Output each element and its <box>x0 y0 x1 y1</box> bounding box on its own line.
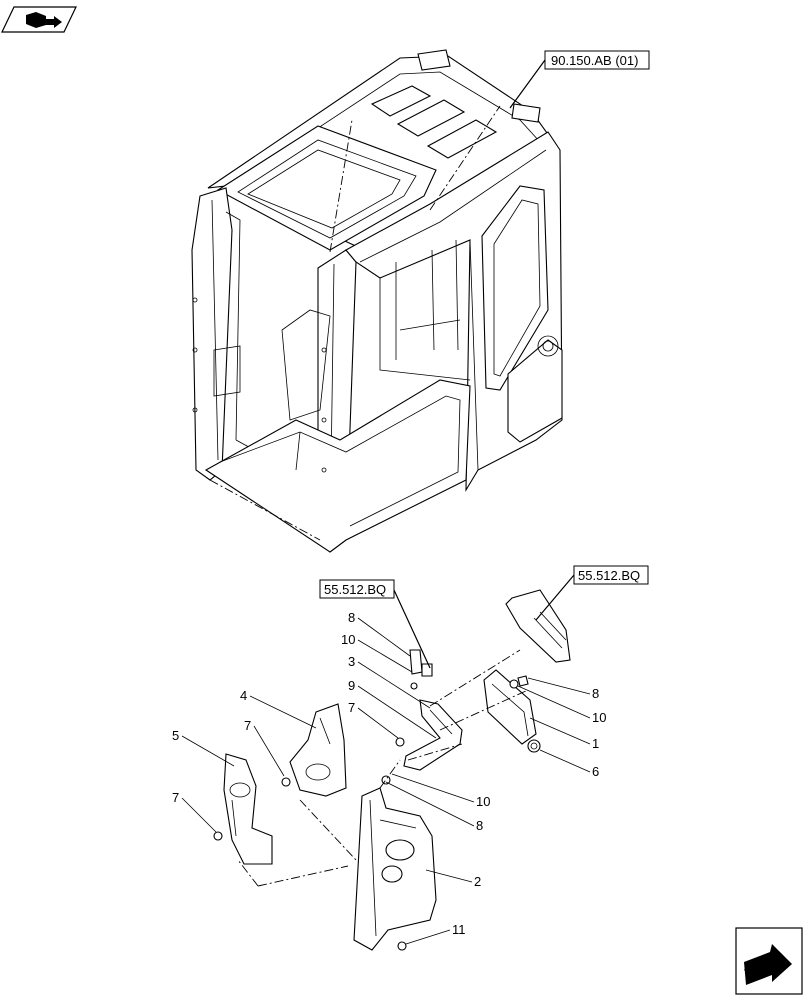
callout-8-right: 8 <box>592 686 599 701</box>
callout-2: 2 <box>474 874 481 889</box>
part-4-elbow-duct <box>289 703 347 797</box>
part-6-clip <box>527 739 541 753</box>
ref-box-left[interactable]: 55.512.BQ <box>319 579 431 669</box>
callout-3: 3 <box>348 654 355 669</box>
part-8-10-right <box>509 675 529 689</box>
callout-11: 11 <box>452 922 466 937</box>
next-page-arrow-icon[interactable] <box>735 927 803 995</box>
part-2-panel <box>353 787 437 951</box>
part-3-9-bracket <box>403 649 463 771</box>
ref-text-right: 55.512.BQ <box>578 568 640 583</box>
cab-frame <box>191 49 563 553</box>
upper-duct <box>505 589 571 663</box>
callout-6: 6 <box>592 764 599 779</box>
ref-text-cab: 90.150.AB (01) <box>551 53 638 68</box>
part-1-duct <box>483 669 537 745</box>
assembly-lines <box>237 649 529 887</box>
ref-box-right[interactable]: 55.512.BQ <box>535 565 649 621</box>
ref-text-left: 55.512.BQ <box>324 582 386 597</box>
callout-9: 9 <box>348 678 355 693</box>
callouts: 8 10 3 9 4 7 7 5 7 8 10 1 6 <box>172 610 606 945</box>
callout-10-upper: 10 <box>341 632 355 647</box>
callout-4: 4 <box>240 688 247 703</box>
callout-8-lower: 8 <box>476 818 483 833</box>
callout-1: 1 <box>592 736 599 751</box>
callout-5: 5 <box>172 728 179 743</box>
callout-7-center: 7 <box>348 700 355 715</box>
callout-7-far-left: 7 <box>172 790 179 805</box>
part-5-duct <box>223 753 273 865</box>
ref-box-cab[interactable]: 90.150.AB (01) <box>509 50 650 109</box>
callout-8-upper: 8 <box>348 610 355 625</box>
callout-10-lower: 10 <box>476 794 490 809</box>
callout-10-right: 10 <box>592 710 606 725</box>
fasteners <box>213 682 418 951</box>
book-arrow-icon[interactable] <box>1 6 77 33</box>
callout-7-left: 7 <box>244 718 251 733</box>
